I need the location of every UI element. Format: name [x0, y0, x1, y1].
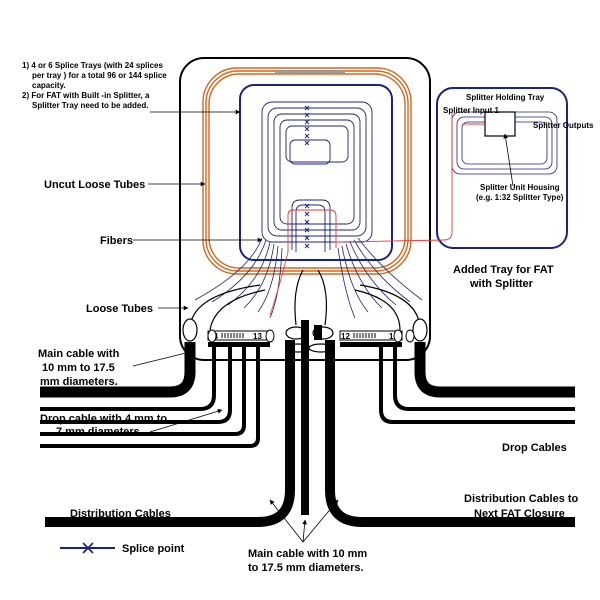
- uncut-loose-tubes-label: Uncut Loose Tubes: [44, 179, 145, 191]
- drop-cables-left: [40, 345, 260, 448]
- drop-cable-left-line-2: 7 mm diameters.: [56, 426, 143, 438]
- fiber-fan-out: [194, 237, 423, 319]
- splice-tray: [239, 84, 393, 261]
- added-tray-line-2: with Splitter: [469, 278, 534, 290]
- main-cable-left-line-3: mm diameters.: [40, 376, 118, 388]
- distribution-cables: [45, 340, 575, 527]
- main-cable-bottom-line-2: to 17.5 mm diameters.: [248, 562, 364, 574]
- distribution-next-line-1: Distribution Cables to: [464, 493, 579, 505]
- red-fiber-fan: [269, 251, 289, 316]
- note-line-4: 2) For FAT with Built -in Splitter, a: [22, 91, 150, 100]
- drop-cables-right-label: Drop Cables: [502, 442, 567, 454]
- splice-markers-bottom: [304, 203, 310, 249]
- annotation-arrows: [132, 109, 514, 543]
- drop-cable-left-line-1: Drop cable with 4 mm to: [40, 413, 167, 425]
- splice-point-label: Splice point: [122, 543, 185, 555]
- note-line-1: 1) 4 or 6 Splice Trays (with 24 splices: [22, 61, 164, 70]
- splitter-holding-tray: [436, 87, 568, 249]
- note-line-5: Splitter Tray need to be added.: [32, 101, 148, 110]
- port-label-right-start: 12: [341, 332, 350, 341]
- distribution-next-line-2: Next FAT Closure: [474, 508, 565, 520]
- note-line-3: capacity.: [32, 81, 66, 90]
- splitter-housing-line-1: Splitter Unit Housing: [480, 183, 560, 192]
- splitter-outputs-label: Splitter Outputs: [533, 121, 594, 130]
- uncut-loose-tube-loops: [202, 67, 412, 275]
- drop-port-ovals: [207, 329, 415, 343]
- fiber-loops-lower: [291, 199, 331, 252]
- splice-markers-top: [304, 105, 310, 146]
- loose-tubes-label: Loose Tubes: [86, 303, 153, 315]
- main-cable-bottom: [301, 320, 322, 515]
- note-line-2: per tray ) for a total 96 or 144 splice: [32, 71, 167, 80]
- main-cable-bottom-line-1: Main cable with 10 mm: [248, 548, 367, 560]
- port-label-left-end: 13: [253, 332, 262, 341]
- loose-tubes-internal: [189, 269, 421, 331]
- main-cables: [40, 342, 575, 398]
- red-fiber-loop: [287, 209, 337, 252]
- splitter-red-input: [334, 112, 453, 243]
- main-cable-left-line-2: 10 mm to 17.5: [42, 362, 115, 374]
- splitter-unit: [484, 111, 516, 137]
- splitter-housing-line-2: (e.g. 1:32 Splitter Type): [476, 193, 564, 202]
- main-cable-left-line-1: Main cable with: [38, 348, 120, 360]
- fiber-loops: [261, 101, 373, 243]
- splitter-input-label: Splitter Input 1: [443, 106, 500, 115]
- added-tray-line-1: Added Tray for FAT: [453, 264, 554, 276]
- splice-point-icon: [82, 542, 94, 554]
- drop-cables-right: [379, 345, 575, 424]
- distribution-cables-label: Distribution Cables: [70, 508, 171, 520]
- splitter-tray-title: Splitter Holding Tray: [466, 93, 545, 102]
- port-label-right-end: 1: [389, 332, 394, 341]
- fibers-label: Fibers: [100, 235, 133, 247]
